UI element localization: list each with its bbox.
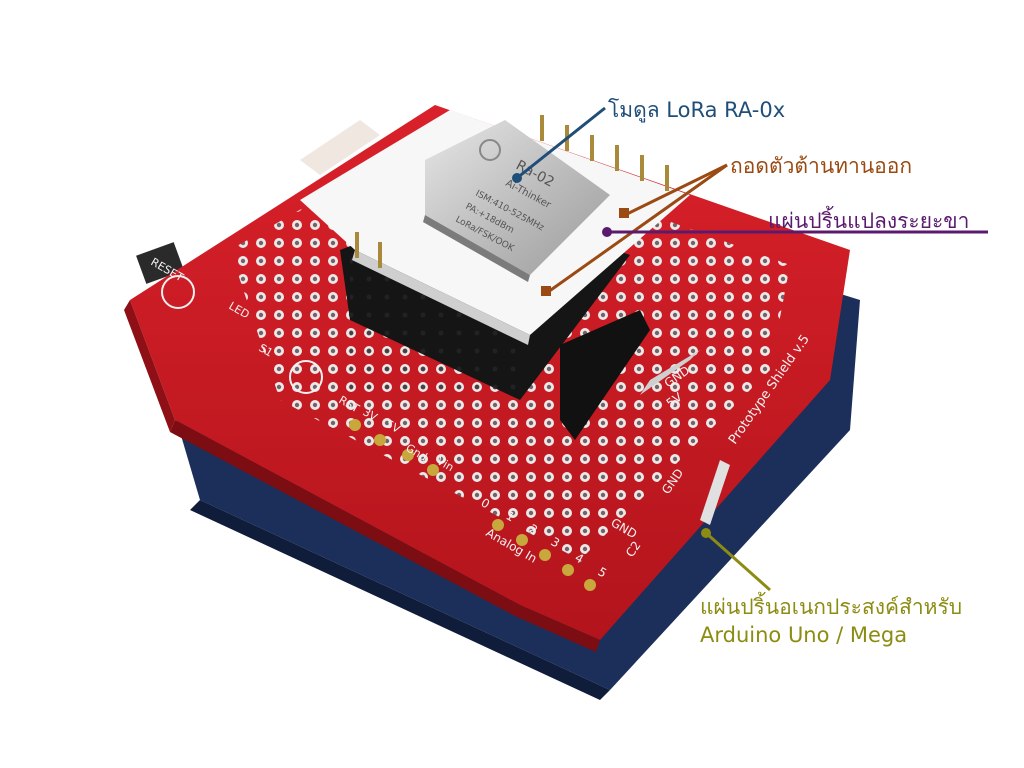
analog-pins [349,419,596,591]
usb-connector [300,120,380,175]
callout-line-remove-1 [624,163,728,217]
silk-power-3v: 3V [361,405,380,424]
callout-line-remove-2 [547,163,728,294]
annotation-remove-resistor: ถอดตัวต้านทานออก [730,154,913,178]
annotation-adapter-board: แผ่นปริ้นแปลงระยะขา [768,209,970,233]
annotation-shield-line1: แผ่นปริ้นอเนกประสงค์สำหรับ [700,595,963,619]
callout-line-module [516,106,606,180]
callout-lines [512,106,988,592]
reset-button [161,275,323,394]
annotation-module: โมดูล LoRa RA-0x [608,98,786,122]
lora-module [423,120,610,282]
annotation-shield-line2: Arduino Uno / Mega [700,623,908,647]
callout-dot-module [512,173,522,183]
callout-dot-shield [701,528,711,538]
callout-line-shield [705,531,771,592]
callout-mark-remove-2 [541,286,551,296]
callout-mark-remove-1 [619,208,629,218]
annotation-shield: แผ่นปริ้นอเนกประสงค์สำหรับ Arduino Uno /… [700,593,962,649]
silk-s1: S1 [257,341,276,359]
silk-power-5v: 5V [384,417,403,436]
callout-dot-adapter [602,227,612,237]
